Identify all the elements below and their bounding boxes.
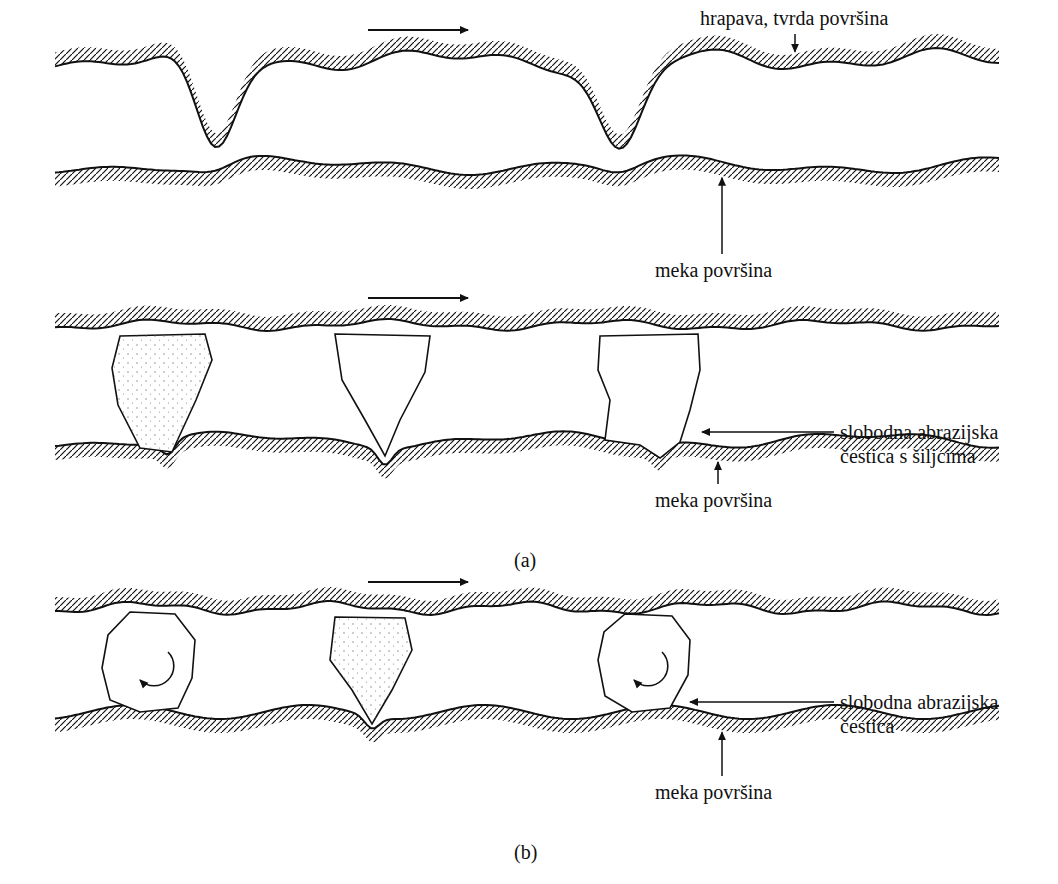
rotation-arrow	[140, 652, 174, 686]
counter-surface-hatching	[55, 305, 999, 331]
leader-arrow	[690, 701, 834, 703]
hard-surface	[55, 48, 999, 149]
panel-label: (a)	[514, 548, 574, 572]
leader-arrow	[794, 34, 796, 52]
leader-arrow	[717, 462, 719, 484]
part-label: meka površina	[655, 488, 855, 512]
particle-texture	[112, 334, 212, 452]
particle-texture	[330, 617, 412, 724]
part-label: slobodna abrazijska čestica	[840, 690, 1045, 738]
panel-label: (b)	[514, 840, 574, 864]
part-label: hrapava, tvrda površina	[700, 6, 1000, 30]
counter-surface	[55, 601, 999, 615]
rotation-arrow	[634, 652, 668, 686]
leader-arrow	[721, 732, 723, 776]
leader-arrow	[702, 431, 834, 433]
part-label: slobodna abrazijska čestica s šiljcima	[840, 420, 1045, 468]
abrasive-particle	[335, 334, 430, 456]
motion-arrow	[368, 581, 468, 583]
motion-arrow	[368, 297, 468, 299]
part-label: meka površina	[655, 780, 855, 804]
abrasive-particle	[598, 614, 690, 712]
motion-arrow	[368, 29, 468, 31]
soft-surface	[55, 156, 999, 176]
abrasive-particle	[112, 334, 212, 452]
hard-surface-hatching	[55, 34, 999, 149]
part-label: meka površina	[655, 258, 855, 282]
counter-surface-hatching	[55, 587, 999, 615]
counter-surface	[55, 319, 999, 331]
leader-arrow	[721, 178, 723, 254]
abrasive-particle	[102, 612, 195, 712]
abrasive-particle	[598, 334, 700, 458]
abrasive-particle	[330, 617, 412, 724]
soft-surface-hatching	[55, 156, 999, 190]
